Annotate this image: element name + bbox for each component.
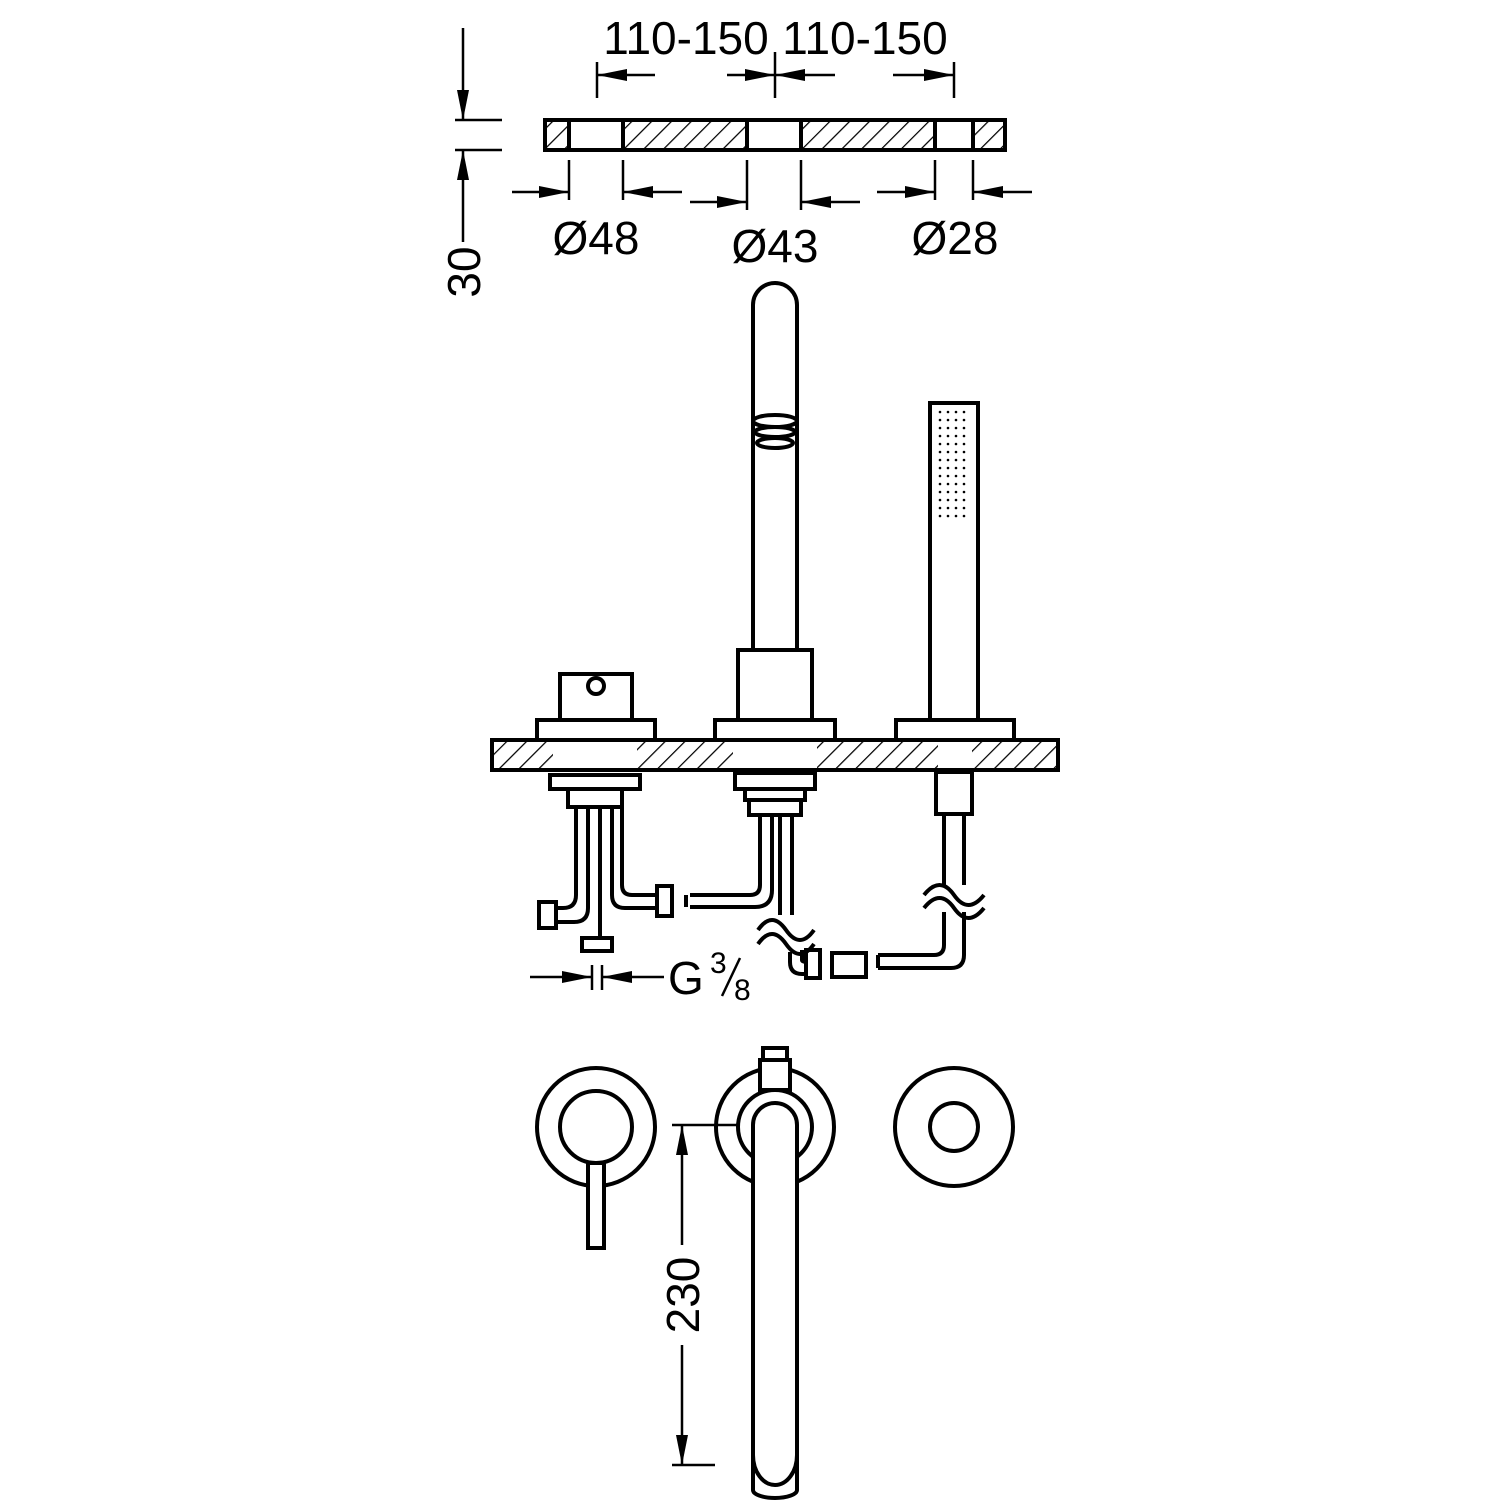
thickness-dimension: 30 — [438, 28, 502, 298]
hole-diameter-dimensions: Ø48 Ø43 Ø28 — [512, 160, 1032, 272]
shower-face-dots — [938, 410, 970, 520]
spout-height-dimension: 230 — [657, 1123, 740, 1467]
thread-g-label: G — [668, 952, 704, 1004]
spacing-right-label: 110-150 — [782, 12, 947, 64]
hole-spout — [747, 118, 801, 152]
cutout-plan — [543, 118, 1007, 152]
dia-shower-label: Ø28 — [912, 212, 999, 264]
hole-shower — [935, 118, 973, 152]
hole-mixer — [569, 118, 623, 152]
thread-denominator: 8 — [734, 974, 751, 1007]
deck-section — [490, 738, 1060, 772]
hand-shower-elevation — [894, 401, 1016, 742]
spout-front — [714, 1046, 836, 1500]
mixer-front — [535, 1066, 657, 1250]
shower-holder-front — [893, 1066, 1015, 1188]
spacing-dimension: 110-150 110-150 — [595, 12, 956, 98]
spout-height-label: 230 — [657, 1257, 709, 1334]
mixer-elevation — [535, 672, 657, 742]
spacing-left-label: 110-150 — [603, 12, 768, 64]
mixer-underdeck — [537, 773, 674, 953]
thread-dimension: G 3 8 — [530, 947, 751, 1007]
shower-underdeck — [876, 770, 986, 970]
spout-elevation — [713, 281, 837, 742]
thread-numerator: 3 — [710, 947, 727, 980]
dia-spout-label: Ø43 — [732, 220, 819, 272]
dia-mixer-label: Ø48 — [553, 212, 640, 264]
spout-underdeck — [684, 771, 868, 980]
thickness-label: 30 — [438, 246, 490, 297]
